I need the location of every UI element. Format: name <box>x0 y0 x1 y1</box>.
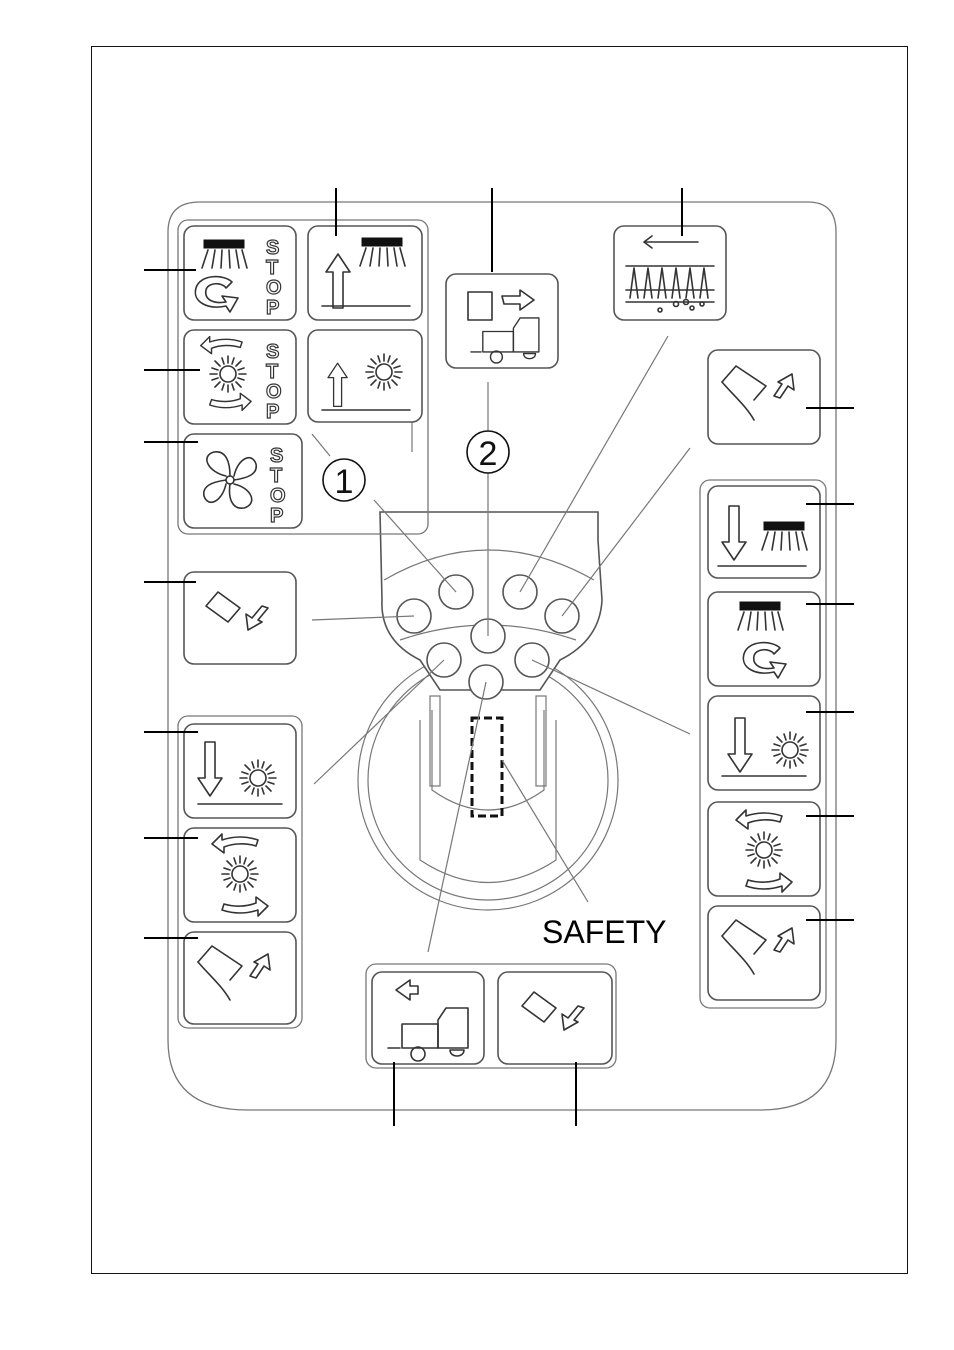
grip-callout-1: 1 <box>323 459 365 501</box>
brush-rotation-button[interactable] <box>708 592 820 686</box>
chute-open-lower-right-button[interactable] <box>708 906 820 1000</box>
stop-letter-s-2: S <box>266 341 279 363</box>
spinner-lower-right-button[interactable] <box>708 696 820 790</box>
stop-letter-t: T <box>266 257 278 279</box>
chute-close-bottom-button[interactable] <box>498 972 612 1064</box>
tipper-button[interactable] <box>446 274 558 368</box>
chute-open-right-button[interactable] <box>708 350 820 444</box>
stop-letter-o-2: O <box>266 381 282 403</box>
salt-spreader-button[interactable] <box>614 226 726 320</box>
spinner-rotation-stop-button[interactable]: S T O P <box>184 330 296 424</box>
stop-letter-p: P <box>266 297 279 319</box>
truck-tipper-button[interactable] <box>372 972 484 1064</box>
chute-close-left-button[interactable] <box>184 572 296 664</box>
stop-letter-s: S <box>266 237 279 259</box>
spinner-lower-button[interactable] <box>184 724 296 818</box>
brush-raise-button[interactable] <box>308 226 422 320</box>
stop-letter-o: O <box>266 277 282 299</box>
stop-letter-t-3: T <box>270 465 282 487</box>
stop-letter-o-3: O <box>270 485 286 507</box>
spinner-raise-button[interactable] <box>308 330 422 422</box>
brush-lower-button[interactable] <box>708 486 820 578</box>
stop-letter-p-3: P <box>270 505 283 527</box>
safety-trigger[interactable] <box>472 718 502 816</box>
brush-rotation-stop-button[interactable]: S T O P <box>184 226 296 320</box>
stop-letter-p-2: P <box>266 401 279 423</box>
stop-letter-t-2: T <box>266 361 278 383</box>
spinner-rotation-right-button[interactable] <box>708 802 820 896</box>
callout-number-1: 1 <box>335 463 354 501</box>
grip-callout-2: 2 <box>467 431 509 473</box>
fan-stop-button[interactable]: S T O P <box>184 434 302 528</box>
safety-label: SAFETY <box>542 914 666 950</box>
chute-open-left-button[interactable] <box>184 932 296 1024</box>
callout-number-2: 2 <box>479 435 498 473</box>
stop-letter-s-3: S <box>270 445 283 467</box>
spinner-rotation-button[interactable] <box>184 828 296 922</box>
